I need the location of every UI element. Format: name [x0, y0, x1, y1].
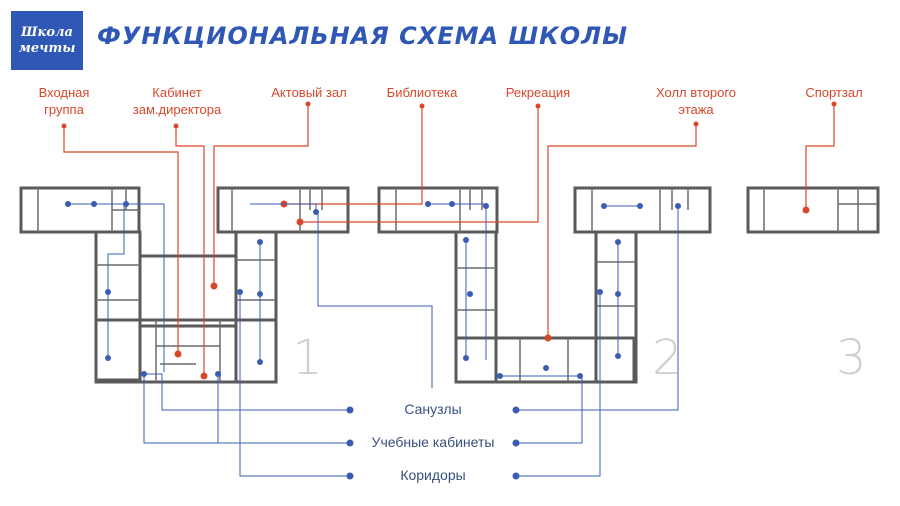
- legend-dot-toilets-right: [512, 406, 520, 414]
- dot-entrance-top: [61, 123, 67, 129]
- blue-dots: [65, 201, 681, 480]
- label-assembly-hall: Актовый зал: [271, 85, 347, 100]
- dot-assembly-end: [210, 282, 218, 290]
- legend-dot-corridors-left: [346, 472, 354, 480]
- block2-bottom: [454, 336, 636, 384]
- blue-connectors: [68, 203, 679, 477]
- block1-right-vertical: [234, 230, 278, 384]
- block1-center-hall: [138, 254, 238, 328]
- block3-gym: [746, 186, 880, 234]
- dot-recreation-top: [535, 103, 541, 109]
- label-entrance-line1: Входная: [38, 85, 90, 100]
- red-callouts: [63, 104, 835, 376]
- label-hall2-line2: этажа: [678, 102, 714, 117]
- legend-dot-toilets-left: [346, 406, 354, 414]
- dot-assembly-top: [305, 101, 311, 107]
- dot-entrance-end: [174, 350, 182, 358]
- legend-classrooms: Учебные кабинеты: [371, 434, 495, 450]
- legend-corridors: Коридоры: [400, 467, 466, 483]
- legend-dot-classrooms-right: [512, 439, 520, 447]
- block-number-3: 3: [836, 330, 867, 386]
- block2-right-vertical: [594, 230, 638, 384]
- dot-gym-top: [831, 101, 837, 107]
- dot-hall2-end: [544, 334, 552, 342]
- block2-left-vertical: [454, 230, 498, 384]
- school-logo: Школа мечты: [11, 11, 83, 70]
- block-number-2: 2: [652, 330, 683, 386]
- label-office-line2: зам.директора: [132, 102, 222, 117]
- block2-top-left-room: [377, 186, 499, 234]
- label-hall-second-floor: Холл второго этажа: [636, 84, 756, 118]
- label-office-line1: Кабинет: [152, 85, 202, 100]
- block1-top-right-room: [216, 186, 350, 234]
- logo-line-2: мечты: [18, 40, 76, 56]
- label-entrance-line2: группа: [44, 102, 84, 117]
- label-deputy-office: Кабинет зам.директора: [116, 84, 238, 118]
- logo-line-1: Школа: [21, 24, 73, 40]
- legend-dot-classrooms-left: [346, 439, 354, 447]
- label-recreation: Рекреация: [505, 85, 571, 100]
- dot-gym-end: [802, 206, 810, 214]
- dot-library-top: [419, 103, 425, 109]
- legend-dot-corridors-right: [512, 472, 520, 480]
- dot-recreation-end: [296, 218, 304, 226]
- block1-bottom: [94, 318, 278, 384]
- interior-partitions: [37, 188, 878, 382]
- dot-office-end: [200, 372, 208, 380]
- block-number-1: 1: [292, 330, 323, 386]
- label-gym: Спортзал: [805, 85, 863, 100]
- label-entrance: Входная группа: [22, 84, 106, 118]
- dot-office-top: [173, 123, 179, 129]
- page-title: ФУНКЦИОНАЛЬНАЯ СХЕМА ШКОЛЫ: [97, 22, 628, 50]
- legend-toilets: Санузлы: [404, 401, 462, 417]
- label-library: Библиотека: [386, 85, 458, 100]
- block2-top-right-room: [573, 186, 712, 234]
- label-hall2-line1: Холл второго: [655, 85, 737, 100]
- building-walls: [19, 186, 880, 384]
- dot-hall2-top: [693, 121, 699, 127]
